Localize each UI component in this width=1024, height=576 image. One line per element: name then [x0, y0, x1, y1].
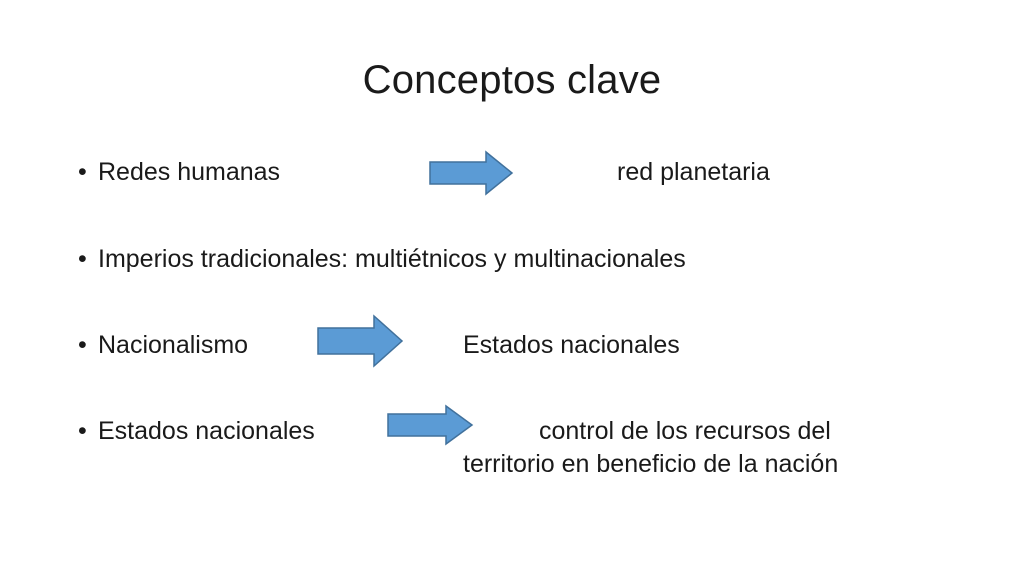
bullet-icon: • — [78, 158, 87, 186]
item-source-text: Nacionalismo — [98, 331, 249, 359]
item-source-text: Estados nacionales — [98, 417, 315, 445]
bullet-icon: • — [78, 331, 87, 359]
bullet-icon: • — [78, 245, 87, 273]
right-arrow-icon — [317, 314, 404, 368]
bullet-icon: • — [78, 417, 87, 445]
item-target-text-line2: territorio en beneficio de la nación — [463, 450, 839, 478]
item-source-text: Redes humanas — [98, 158, 281, 186]
item-target-text: red planetaria — [617, 158, 770, 186]
item-target-text-line1: control de los recursos del — [539, 417, 831, 445]
slide-title: Conceptos clave — [362, 58, 662, 102]
right-arrow-icon — [387, 404, 474, 446]
right-arrow-icon — [429, 150, 514, 196]
item-source-text: Imperios tradicionales: multiétnicos y m… — [98, 245, 686, 273]
item-target-text: Estados nacionales — [463, 331, 680, 359]
